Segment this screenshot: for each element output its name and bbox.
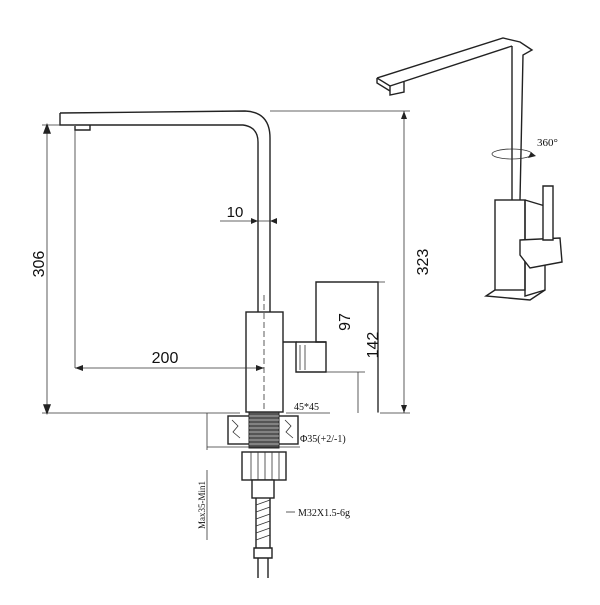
label-max-min: Max35-Min1: [197, 481, 207, 529]
faucet-perspective-view: [376, 37, 563, 301]
label-306: 306: [31, 251, 48, 278]
label-323: 323: [415, 249, 432, 276]
label-97: 97: [337, 313, 354, 331]
mounting-assembly: [206, 411, 330, 578]
washer: [251, 479, 275, 499]
label-rotation: 360°: [537, 137, 558, 149]
perspective-handle-block: [519, 237, 563, 269]
label-thread: M32X1.5-6g: [298, 508, 350, 519]
perspective-spout: [376, 37, 534, 201]
label-bore: Φ35(+2/-1): [300, 434, 346, 445]
perspective-handle-lever: [542, 185, 554, 241]
faucet-body: [245, 311, 284, 413]
label-10: 10: [227, 204, 244, 221]
label-142: 142: [365, 332, 382, 359]
spout-outline: [59, 110, 271, 312]
faucet-side-view: [59, 110, 379, 413]
label-45x45: 45*45: [294, 402, 319, 413]
dimension-lines: [42, 110, 410, 415]
handle-outline: [283, 281, 379, 412]
label-200: 200: [152, 350, 179, 367]
threaded-shank: [248, 411, 280, 449]
